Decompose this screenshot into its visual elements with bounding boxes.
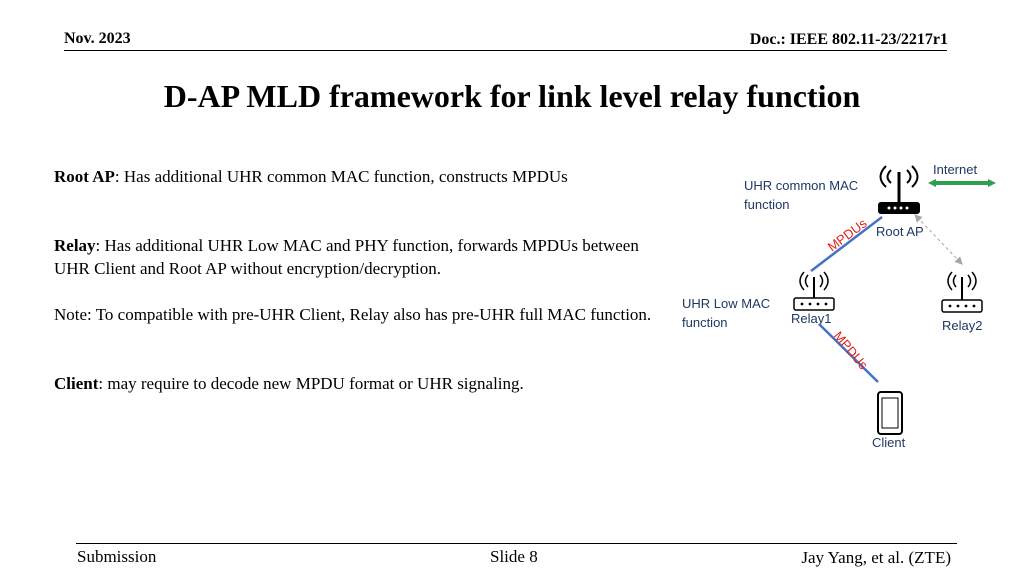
- footer-slide-number: Slide 8: [490, 547, 538, 566]
- uhr-low-mac-label-line1: UHR Low MAC: [682, 296, 770, 311]
- relay1-label: Relay1: [791, 311, 831, 326]
- relay2-label: Relay2: [942, 318, 982, 333]
- client-description: : may require to decode new MPDU format …: [98, 374, 524, 393]
- root-ap-term: Root AP: [54, 167, 115, 186]
- root-ap-label: Root AP: [876, 224, 924, 239]
- rootap-relay1-link: [810, 216, 883, 272]
- relay1-client-link: [818, 323, 879, 383]
- header-divider: [64, 50, 947, 51]
- mpdus-lower-label: MPDUs: [831, 328, 872, 372]
- root-ap-device-icon: [878, 165, 920, 214]
- root-ap-paragraph: Root AP: Has additional UHR common MAC f…: [54, 165, 664, 188]
- internet-label: Internet: [933, 162, 977, 177]
- client-phone-icon: [877, 391, 903, 435]
- uhr-common-mac-label-line2: function: [744, 197, 790, 212]
- client-label: Client: [872, 435, 906, 450]
- note-paragraph: Note: To compatible with pre-UHR Client,…: [54, 305, 652, 324]
- relay1-device-icon: [793, 271, 835, 311]
- relay-diagram: Internet Root AP UHR common MAC function…: [682, 162, 996, 450]
- uhr-common-mac-label-line1: UHR common MAC: [744, 178, 858, 193]
- relay2-device-icon: [941, 271, 983, 313]
- header-doc-id: Doc.: IEEE 802.11-23/2217r1: [749, 31, 948, 48]
- footer-submission: Submission: [77, 547, 157, 566]
- header-date: Nov. 2023: [64, 30, 131, 47]
- relay-description: : Has additional UHR Low MAC and PHY fun…: [54, 236, 639, 278]
- relay-paragraph: Relay: Has additional UHR Low MAC and PH…: [54, 234, 664, 280]
- root-ap-description: : Has additional UHR common MAC function…: [114, 167, 568, 186]
- rootap-relay2-dashed-link: [914, 214, 963, 265]
- client-paragraph: Client: may require to decode new MPDU f…: [54, 372, 664, 395]
- uhr-low-mac-label-line2: function: [682, 315, 728, 330]
- slide-title: D-AP MLD framework for link level relay …: [163, 78, 861, 114]
- relay-term: Relay: [54, 236, 96, 255]
- mpdus-upper-label: MPDUs: [825, 215, 870, 254]
- client-term: Client: [54, 374, 99, 393]
- footer-divider: [76, 543, 957, 544]
- footer-authors: Jay Yang, et al. (ZTE): [801, 548, 951, 567]
